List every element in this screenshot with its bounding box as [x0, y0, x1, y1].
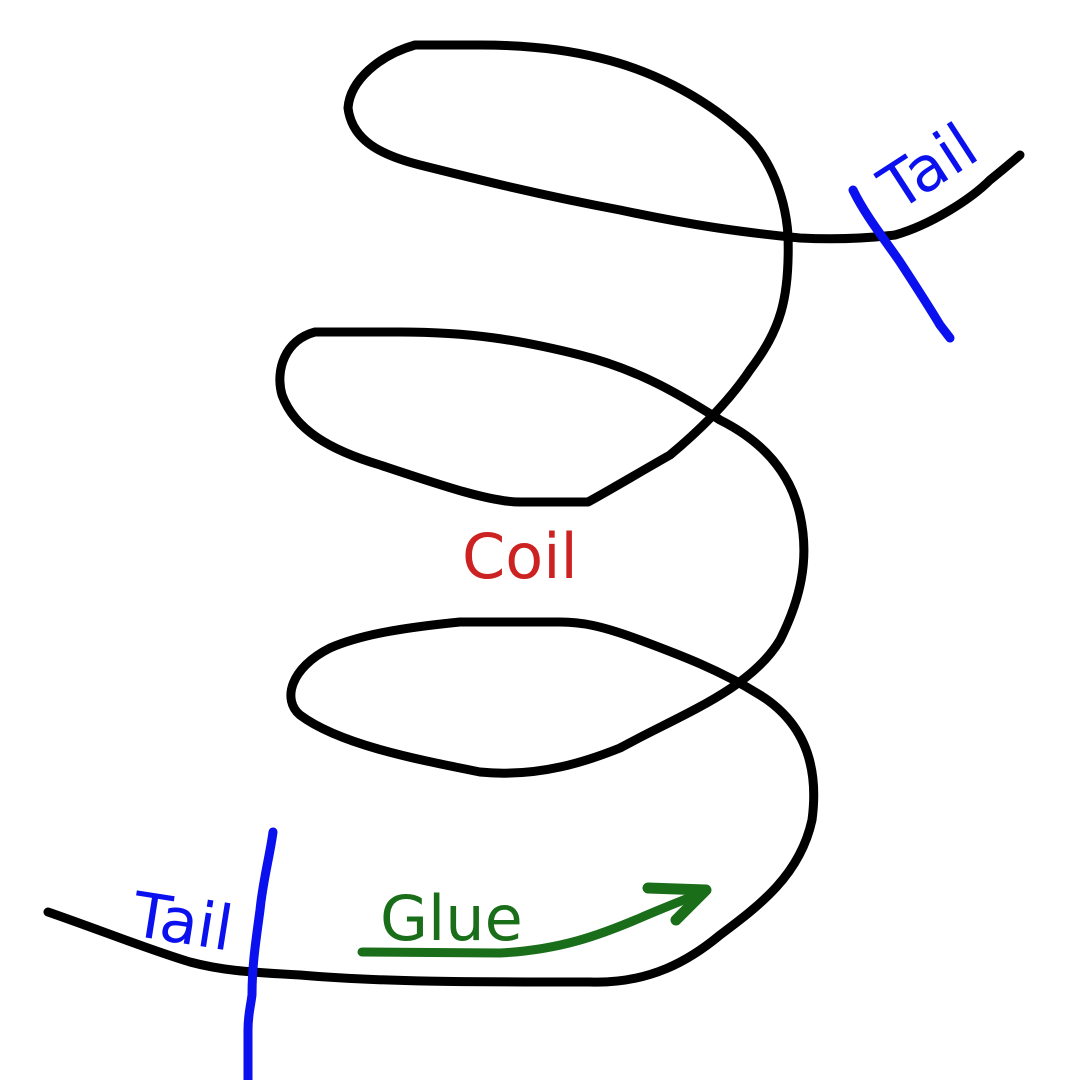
- glue-label: Glue: [380, 882, 523, 955]
- tail-marker-bottom: [243, 827, 278, 1080]
- tail-label-top: Tail: [866, 109, 991, 225]
- glue-arrowhead: [642, 882, 712, 926]
- tail-marker-top: [848, 185, 955, 343]
- coil-wire: [43, 40, 1025, 987]
- coil-label: Coil: [462, 520, 578, 593]
- glue-arrow-line: [357, 887, 707, 958]
- tail-label-bottom: Tail: [127, 878, 238, 966]
